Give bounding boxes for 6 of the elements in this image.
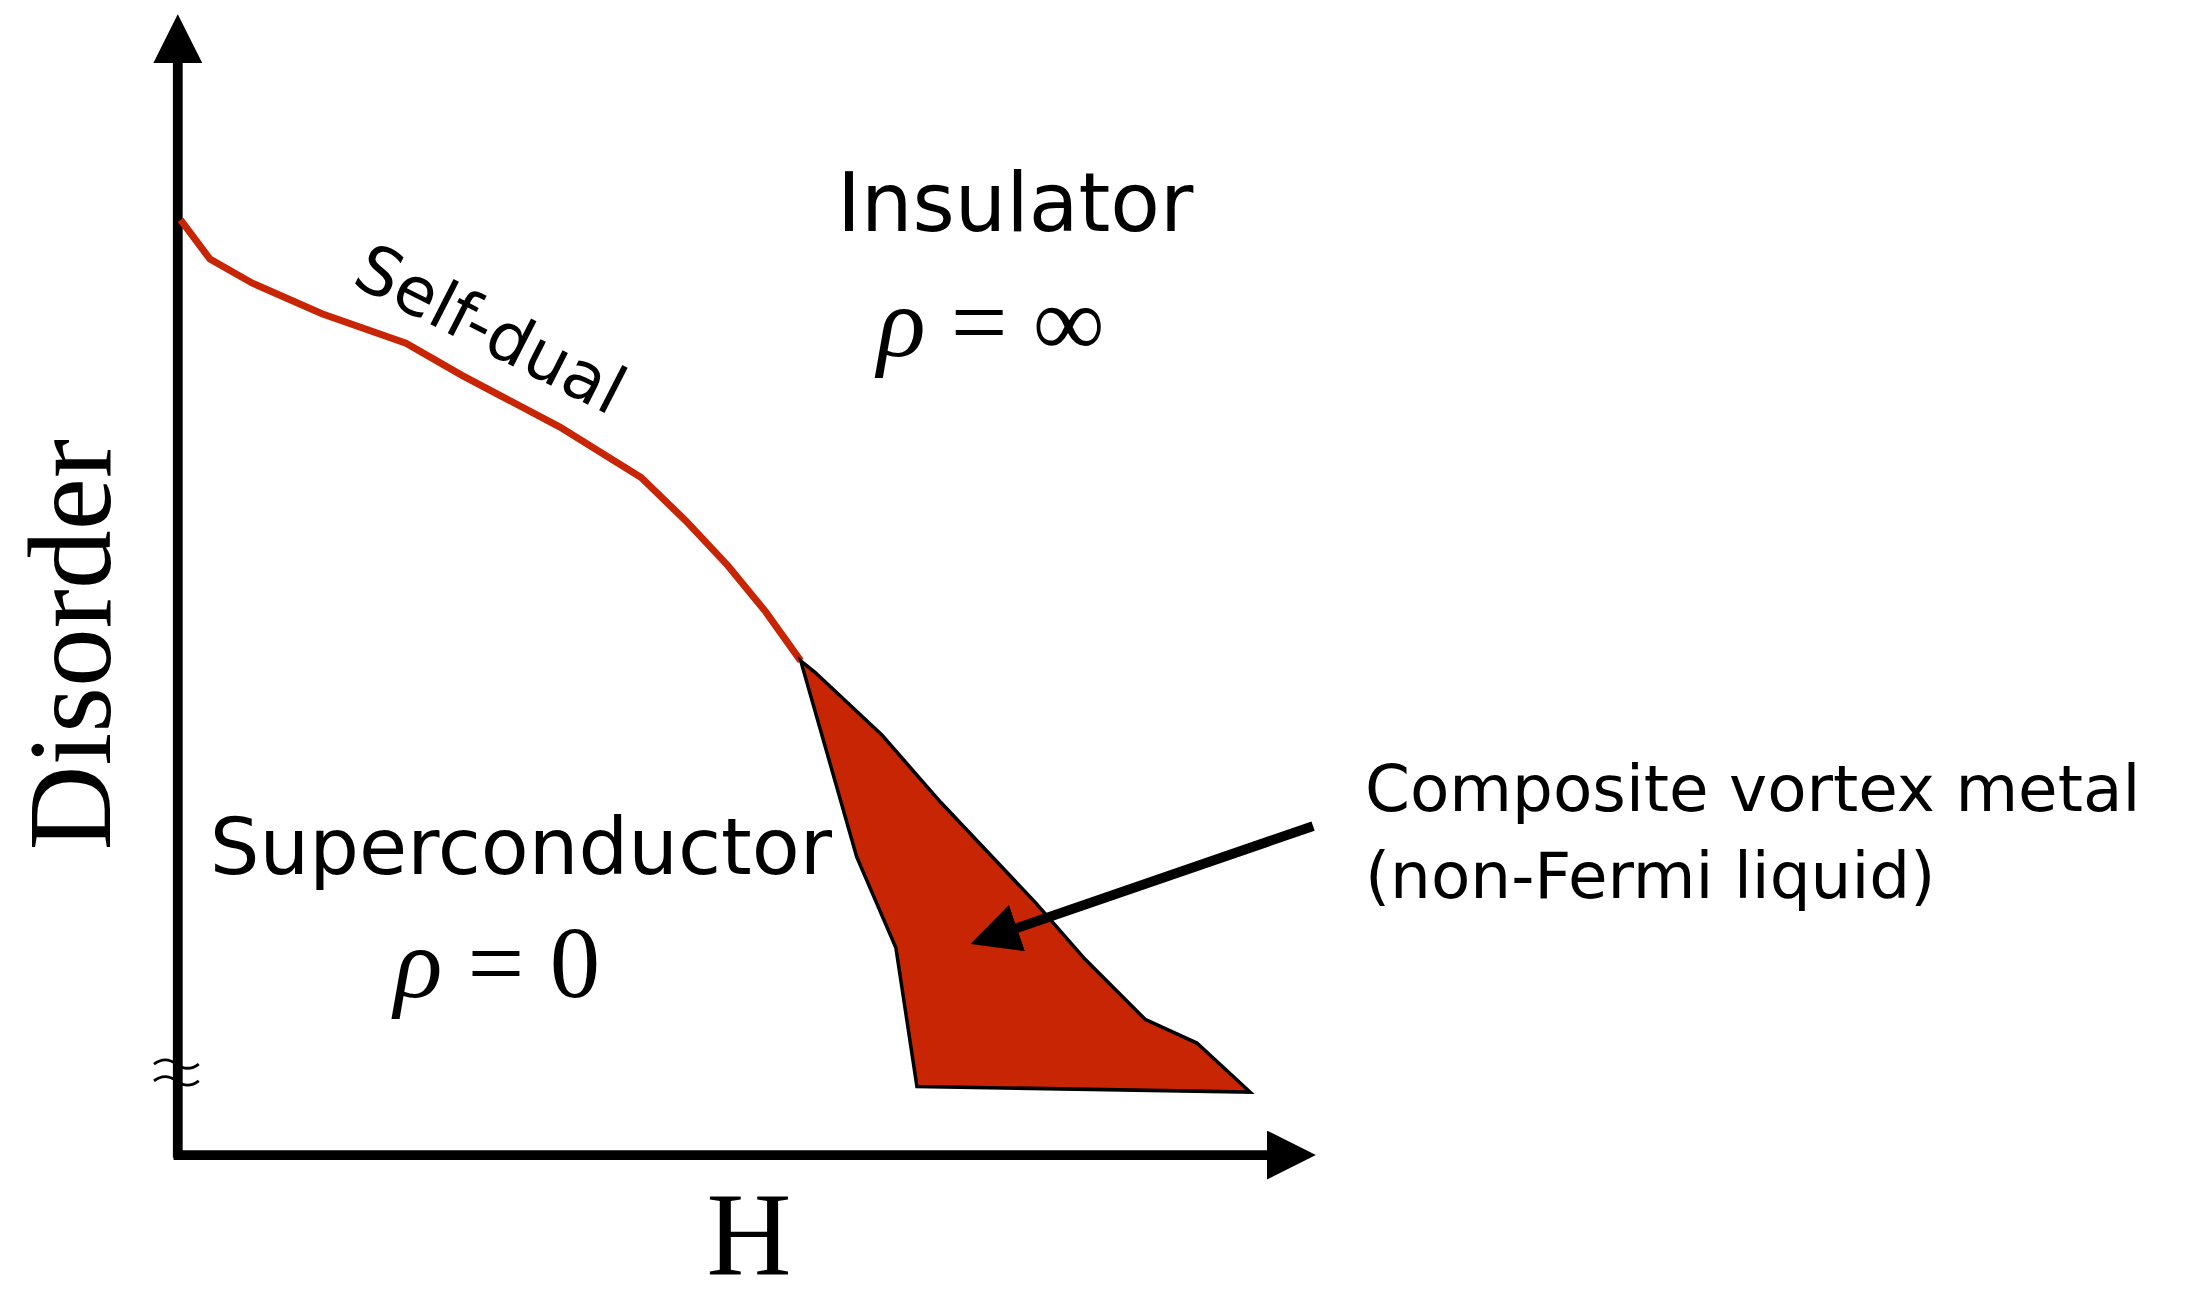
- phase-label: Insulator: [837, 158, 1194, 248]
- leader-arrow: [970, 821, 1315, 952]
- region-label: Composite vortex metal (non-Fermi liquid): [1365, 746, 2177, 921]
- axis-title: H: [706, 1170, 792, 1291]
- axis-title: Disorder: [5, 438, 135, 850]
- phase-label: Superconductor: [209, 804, 832, 891]
